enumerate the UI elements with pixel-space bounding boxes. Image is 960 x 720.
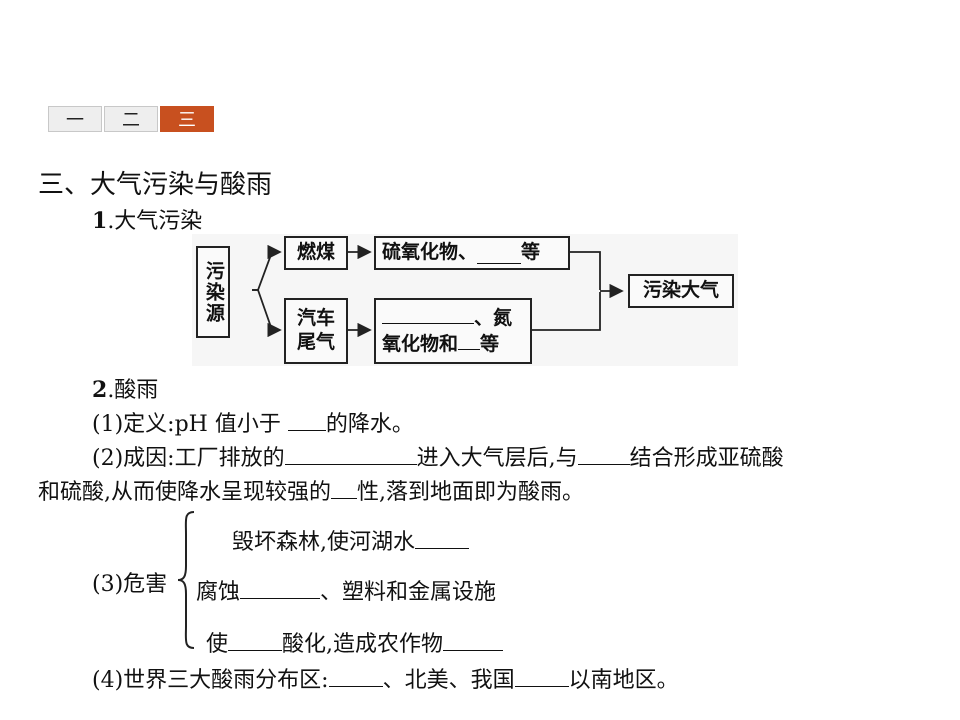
exhaust-label: 汽车尾气 xyxy=(296,307,335,353)
section-label: .酸雨 xyxy=(107,378,159,403)
diagram-connectors xyxy=(252,244,624,338)
tab-two[interactable]: 二 xyxy=(104,106,158,132)
definition-line: (1)定义:pH 值小于 的降水。 xyxy=(92,406,414,438)
page-title: 三、大气污染与酸雨 xyxy=(38,170,273,200)
harm-blank-1[interactable] xyxy=(415,514,469,549)
cause-text-e: 性,落到地面即为酸雨。 xyxy=(357,480,584,505)
sulfur-box: 硫氧化物、 等 xyxy=(374,236,570,270)
cause-blank-3[interactable] xyxy=(331,476,357,499)
definition-text-b: 的降水。 xyxy=(325,412,414,437)
cause-line-2: 和硫酸,从而使降水呈现较强的 性,落到地面即为酸雨。 xyxy=(38,474,584,506)
harm-item-1-text: 毁坏森林,使河湖水 xyxy=(232,530,415,555)
harm-item-1: 毁坏森林,使河湖水 xyxy=(232,514,469,556)
brace-icon xyxy=(177,511,195,649)
definition-blank[interactable] xyxy=(287,408,326,431)
harm-label: (3)危害 xyxy=(92,572,168,597)
distribution-line: (4)世界三大酸雨分布区: 、北美、我国 以南地区。 xyxy=(92,660,679,694)
harm-blank-3[interactable] xyxy=(228,616,283,651)
distribution-blank-1[interactable] xyxy=(328,660,383,687)
harm-item-2-text-a: 腐蚀 xyxy=(196,580,241,605)
distribution-text-b: 、北美、我国 xyxy=(382,668,515,693)
distribution-text-a: (4)世界三大酸雨分布区: xyxy=(92,668,329,693)
sulfur-blank[interactable] xyxy=(477,243,522,264)
harm-item-3-text-a: 使 xyxy=(206,632,229,657)
nitrogen-end: 等 xyxy=(480,333,500,355)
nitrogen-blank-1[interactable] xyxy=(382,305,474,325)
cause-text-d: 和硫酸,从而使降水呈现较强的 xyxy=(38,480,331,505)
section-number: 1 xyxy=(92,208,108,234)
exhaust-box: 汽车尾气 xyxy=(284,298,348,364)
distribution-text-c: 以南地区。 xyxy=(568,668,679,693)
harm-blank-2[interactable] xyxy=(240,564,321,599)
cause-text-c: 结合形成亚硫酸 xyxy=(629,446,784,471)
tab-one[interactable]: 一 xyxy=(48,106,102,132)
cause-text-a: (2)成因:工厂排放的 xyxy=(92,446,285,471)
pollution-diagram: 污染源 燃煤 汽车尾气 硫氧化物、等 、氮 氧化物和等 污染大气 xyxy=(192,234,738,366)
cause-line-1: (2)成因:工厂排放的 进入大气层后,与 结合形成亚硫酸 xyxy=(92,440,784,472)
section-tabs: 一 二 三 xyxy=(48,106,214,132)
coal-label: 燃煤 xyxy=(296,241,335,264)
section-heading-acid-rain: 2.酸雨 xyxy=(92,372,158,404)
harm-item-2: 腐蚀 、塑料和金属设施 xyxy=(196,564,496,606)
nitrogen-line1: 、氮 xyxy=(474,307,513,330)
section-heading-air-pollution: 1.大气污染 xyxy=(92,203,202,235)
section-number: 2 xyxy=(92,377,108,403)
result-box: 污染大气 xyxy=(628,274,734,308)
result-label: 污染大气 xyxy=(642,279,719,302)
definition-text-a: (1)定义:pH 值小于 xyxy=(92,412,281,437)
harm-blank-4[interactable] xyxy=(443,616,504,651)
sulfur-end: 等 xyxy=(521,241,541,264)
nitrogen-box: 、氮 氧化物和等 xyxy=(374,298,532,364)
distribution-blank-2[interactable] xyxy=(514,660,569,687)
sulfur-label: 硫氧化物、 xyxy=(382,241,478,264)
cause-blank-2[interactable] xyxy=(577,442,630,465)
source-box: 污染源 xyxy=(196,246,230,338)
cause-blank-1[interactable] xyxy=(284,442,417,465)
tab-three[interactable]: 三 xyxy=(160,106,214,132)
harm-item-2-text-b: 、塑料和金属设施 xyxy=(320,580,497,605)
harm-item-3-text-b: 酸化,造成农作物 xyxy=(282,632,444,657)
source-label: 污染源 xyxy=(202,260,225,324)
nitrogen-blank-2[interactable] xyxy=(458,331,481,350)
coal-box: 燃煤 xyxy=(284,236,348,270)
section-label: .大气污染 xyxy=(107,209,203,234)
harm-item-3: 使 酸化,造成农作物 xyxy=(206,616,504,658)
nitrogen-line2: 氧化物和 xyxy=(382,333,459,355)
cause-text-b: 进入大气层后,与 xyxy=(416,446,578,471)
